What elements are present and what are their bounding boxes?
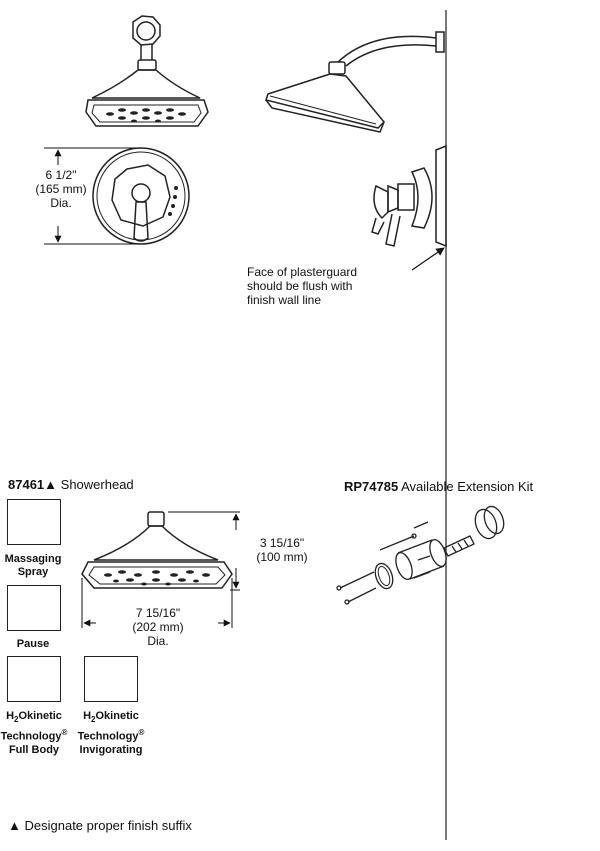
massaging-spray-icon-box [7,499,61,545]
height-line-1: 3 15/16" [259,536,305,550]
massaging-caption-line-1: Massaging [4,553,62,565]
extension-kit-exploded-view [336,505,505,605]
height-dimension-label: 3 15/16" (100 mm) [244,536,320,564]
kit-name: Available Extension Kit [401,479,534,494]
showerhead-profile-view [81,511,233,589]
valve-trim-side-view [371,144,447,248]
extension-kit-title: RP74785 Available Extension Kit [344,480,533,494]
diameter-dimension-label: 6 1/2" (165 mm) Dia. [18,168,104,210]
width-line-2: (202 mm) [132,620,184,634]
plasterguard-note: Face of plasterguard should be flush wit… [247,265,407,307]
showerhead-front-view [85,15,209,127]
full-body-registered: ® [61,728,68,738]
massaging-caption-line-2: Spray [17,566,49,578]
pause-caption: Pause [0,638,66,651]
full-body-technology: Technology [0,730,62,743]
finish-marker-icon: ▲ [44,477,58,492]
full-body-caption-line-1: H2Okinetic [0,710,68,726]
invigorating-caption-line-3: Invigorating [79,743,143,756]
trim-plate-front-view [92,147,190,245]
full-body-icon-box [7,656,61,702]
showerhead-model-number: 87461 [8,477,45,492]
footnote: ▲ Designate proper finish suffix [8,819,192,833]
width-line-1: 7 15/16" [135,606,181,620]
diameter-line-2: (165 mm) [35,182,87,196]
showerhead-title: 87461▲ Showerhead [8,478,134,492]
trim-plate-dots [168,186,178,216]
diameter-line-3: Dia. [50,196,72,210]
width-line-3: Dia. [147,634,169,648]
massaging-spray-caption: Massaging Spray [0,553,66,579]
invigorating-h: H [83,710,92,722]
full-body-sub: 2 [14,715,19,725]
invigorating-caption: H2Okinetic Technology® Invigorating [74,710,148,757]
width-dimension-lines [81,578,233,628]
plasterguard-line-3: finish wall line [247,293,322,307]
invigorating-caption-line-2: Technology® [74,726,148,744]
kit-model-number: RP74785 [344,479,399,494]
invigorating-technology: Technology [77,730,139,743]
full-body-caption-line-2: Technology® [0,726,68,744]
pause-icon-box [7,585,61,631]
diameter-dimension-lines [44,147,140,245]
full-body-caption-line-3: Full Body [8,743,60,756]
invigorating-registered: ® [138,728,145,738]
invigorating-okinetic: Okinetic [95,710,139,722]
showerhead-profile-nozzles [104,570,210,586]
plasterguard-line-2: should be flush with [247,279,353,293]
plasterguard-line-1: Face of plasterguard [247,265,358,279]
width-dimension-label: 7 15/16" (202 mm) Dia. [110,606,206,648]
showerhead-front-nozzles [106,108,186,123]
showerhead-side-view [265,31,445,133]
height-line-2: (100 mm) [256,550,308,564]
pause-caption-line-1: Pause [16,638,50,650]
invigorating-icon-box [84,656,138,702]
footnote-marker-icon: ▲ [8,818,21,833]
full-body-h: H [6,710,15,722]
invigorating-caption-line-1: H2Okinetic [74,710,148,726]
full-body-okinetic: Okinetic [18,710,62,722]
footnote-text: Designate proper finish suffix [24,818,192,833]
height-dimension-lines [168,511,240,591]
invigorating-sub: 2 [91,715,96,725]
full-body-caption: H2Okinetic Technology® Full Body [0,710,68,757]
plasterguard-leader-arrow [411,247,445,271]
showerhead-name: Showerhead [60,477,134,492]
diameter-line-1: 6 1/2" [45,168,77,182]
